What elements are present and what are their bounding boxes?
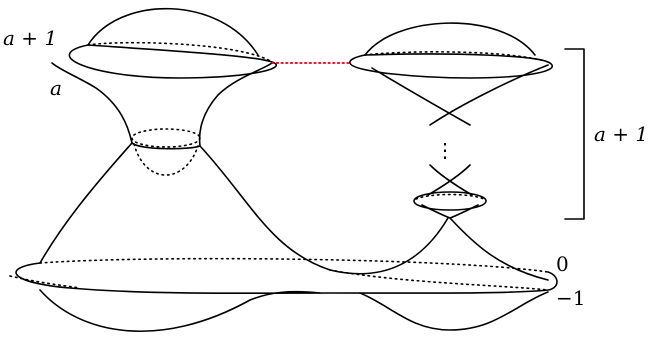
right-descent: [449, 217, 549, 281]
left-top-lower-cone: [51, 62, 273, 147]
left-top-ellipse-back: [87, 41, 273, 63]
vertical-dots: ⋮: [435, 138, 455, 162]
right-small-cone: [421, 204, 479, 219]
left-outer-descent: [39, 142, 133, 264]
right-small-ellipse-back: [415, 193, 485, 200]
bottom-ellipse-front: [15, 262, 558, 295]
bottom-ellipse-back: [39, 257, 549, 273]
right-top-dome: [364, 22, 536, 56]
left-top-component: [51, 7, 278, 176]
label-0: 0: [556, 252, 569, 276]
right-top-cone-right: [429, 64, 549, 126]
left-top-dome: [87, 7, 259, 56]
right-top-component: ⋮: [349, 22, 554, 219]
bracket-line: [564, 48, 585, 220]
bottom-right-bowl: [359, 291, 549, 331]
left-neck-bowl: [133, 143, 199, 176]
label-minus-1: −1: [556, 286, 585, 310]
label-a-plus-1: a + 1: [3, 26, 57, 50]
bottom-ellipse-back-left: [9, 275, 81, 289]
right-top-cone-left: [371, 67, 471, 126]
bottom-component: [9, 257, 558, 333]
right-small-ellipse: [413, 191, 487, 211]
left-inner-descent: [199, 145, 449, 275]
left-neck-ellipse-back: [131, 128, 201, 148]
left-neck-ellipse-front: [131, 142, 201, 150]
left-top-ellipse-front: [68, 44, 278, 79]
right-top-ellipse-front: [349, 53, 554, 79]
bracket-label: a + 1: [594, 122, 648, 146]
bottom-left-bowl: [39, 289, 321, 333]
bracket: a + 1: [564, 48, 648, 220]
bottom-ellipse-back-right: [329, 269, 549, 291]
label-a: a: [50, 76, 62, 100]
